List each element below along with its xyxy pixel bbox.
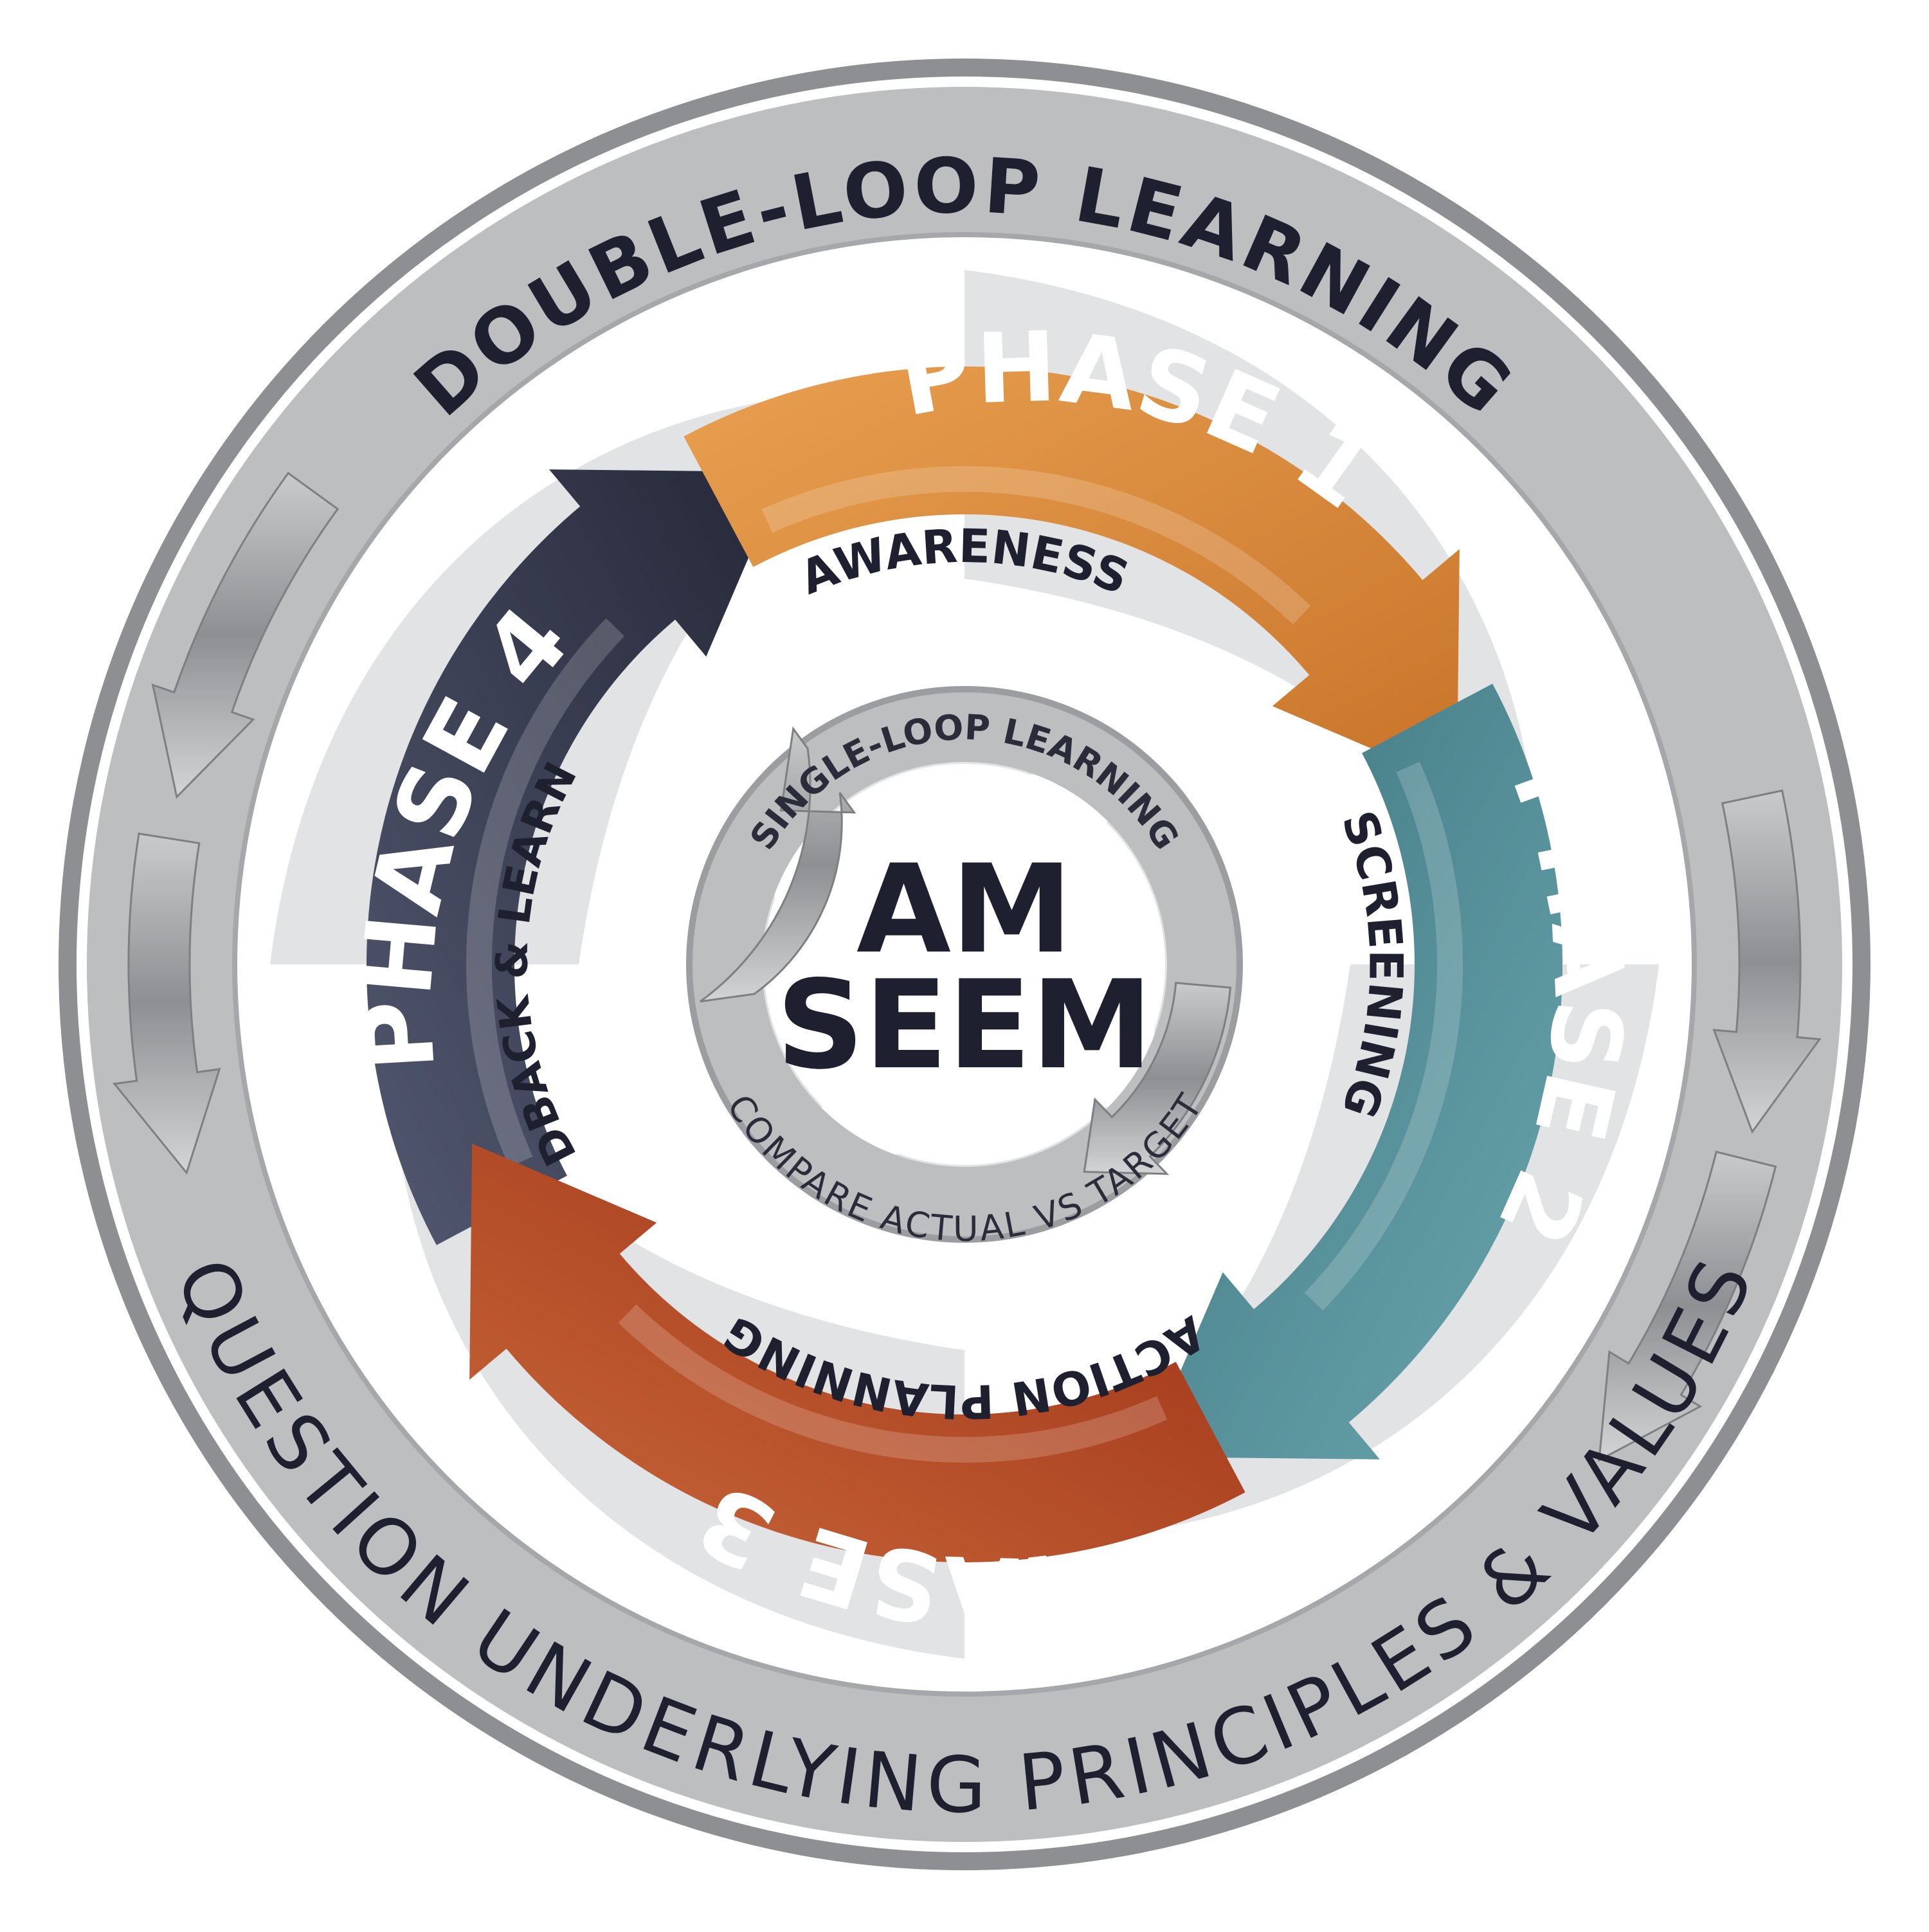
phase-1-arrow-highlight [761, 466, 1311, 625]
center-disc [764, 764, 1165, 1165]
outer-loop-arrow [113, 832, 221, 1175]
phase-2-arrow [1143, 683, 1563, 1459]
center-title-seem: SEEM [776, 954, 1153, 1096]
center-title-am: AM [856, 838, 1073, 980]
phase-3-arrow [469, 1143, 1245, 1563]
outer-loop-arrow [1712, 789, 1822, 1134]
phase-3-arrow-highlight [618, 1304, 1168, 1463]
outer-loop-arrows [113, 471, 1822, 1462]
inner-loop-arrow-right [1083, 982, 1232, 1175]
inner-loop-arrows [700, 726, 1232, 1175]
phase-4-arrow [366, 469, 786, 1245]
phase-arrows [366, 366, 1563, 1563]
phase-2-arrow-highlight [1304, 761, 1463, 1311]
inner-ring [691, 691, 1238, 1238]
inner-loop-arrow-left [700, 726, 856, 1003]
inner-ring-edge [686, 686, 1243, 1243]
outer-loop-arrow [151, 471, 340, 799]
phase-4-arrow-highlight [466, 618, 625, 1168]
phase-1-arrow [684, 366, 1460, 786]
outer-loop-arrow [1598, 1150, 1777, 1462]
outer-ring-inner-edge [232, 232, 1697, 1697]
outer-ring-edge [59, 59, 1870, 1870]
